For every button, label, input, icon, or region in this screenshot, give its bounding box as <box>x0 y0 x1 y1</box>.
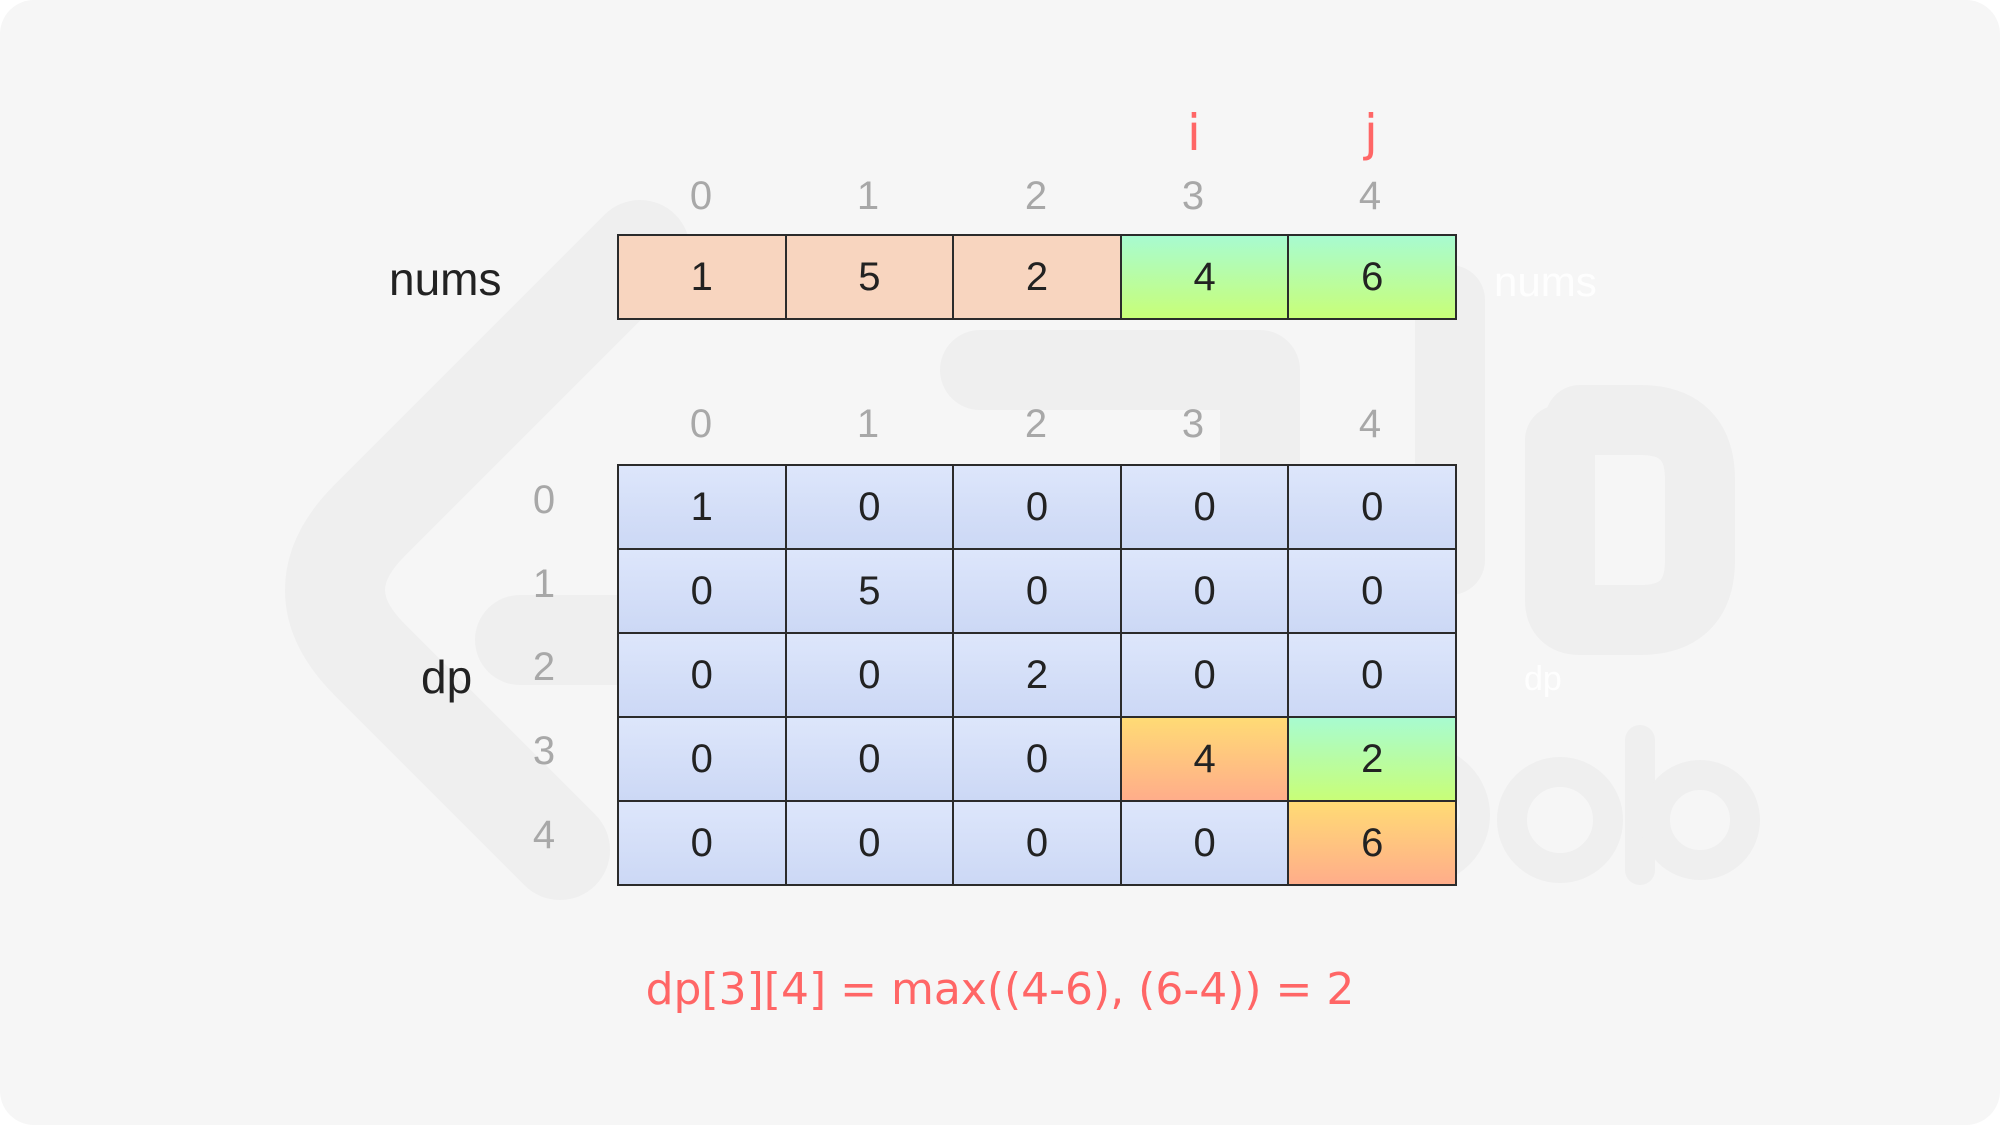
nums-cell-4: 6 <box>1289 236 1455 318</box>
dp-col-index-4: 4 <box>1358 402 1382 446</box>
dp-col-index-1: 1 <box>856 402 880 446</box>
nums-cell-3: 4 <box>1121 236 1288 318</box>
dp-label: dp <box>421 651 473 703</box>
dp-row-index-4: 4 <box>532 813 556 857</box>
dp-cell-2-4: 0 <box>1289 634 1455 716</box>
dp-cell-4-2: 0 <box>954 802 1120 884</box>
dp-cell-0-0: 1 <box>619 466 785 548</box>
dp-cell-4-1: 0 <box>786 802 953 884</box>
dp-cell-1-2: 0 <box>954 550 1120 632</box>
nums-index-0: 0 <box>689 174 713 218</box>
dp-row-index-2: 2 <box>532 645 556 689</box>
dp-cell-1-4: 0 <box>1289 550 1455 632</box>
dp-cell-4-4-highlight: 6 <box>1289 802 1455 884</box>
dp-cell-1-1: 5 <box>786 550 953 632</box>
pointer-j: j <box>1364 104 1378 162</box>
dp-row-index-3: 3 <box>532 729 556 773</box>
dp-cell-0-2: 0 <box>954 466 1120 548</box>
nums-cell-2: 2 <box>954 236 1120 318</box>
ghost-label-dp: dp <box>1524 660 1562 698</box>
nums-cell-0: 1 <box>619 236 785 318</box>
dp-cell-1-0: 0 <box>619 550 785 632</box>
dp-cell-0-4: 0 <box>1289 466 1455 548</box>
dp-cell-4-3: 0 <box>1121 802 1288 884</box>
dp-cell-3-1: 0 <box>786 718 953 800</box>
dp-cell-4-0: 0 <box>619 802 785 884</box>
nums-array: 1 5 2 4 6 <box>617 234 1457 320</box>
nums-index-4: 4 <box>1358 174 1382 218</box>
dp-col-index-0: 0 <box>689 402 713 446</box>
formula-caption: dp[3][4] = max((4-6), (6-4)) = 2 <box>645 964 1355 1015</box>
dp-cell-1-3: 0 <box>1121 550 1288 632</box>
nums-label: nums <box>389 253 502 305</box>
dp-table: 1 0 0 0 0 0 5 0 0 0 0 0 2 0 0 0 0 0 4 2 … <box>617 464 1457 886</box>
dp-row-index-0: 0 <box>532 478 556 522</box>
ghost-label-nums: nums <box>1494 258 1597 305</box>
pointer-i: i <box>1187 104 1201 162</box>
dp-cell-0-3: 0 <box>1121 466 1288 548</box>
dp-cell-2-0: 0 <box>619 634 785 716</box>
dp-row-index-1: 1 <box>532 562 556 606</box>
dp-col-index-3: 3 <box>1181 402 1205 446</box>
dp-cell-3-3-highlight: 4 <box>1121 718 1288 800</box>
dp-cell-0-1: 0 <box>786 466 953 548</box>
dp-cell-2-2: 2 <box>954 634 1120 716</box>
dp-cell-2-3: 0 <box>1121 634 1288 716</box>
dp-cell-3-4-current: 2 <box>1289 718 1455 800</box>
nums-cell-1: 5 <box>786 236 953 318</box>
dp-cell-3-2: 0 <box>954 718 1120 800</box>
dp-cell-3-0: 0 <box>619 718 785 800</box>
nums-index-2: 2 <box>1024 174 1048 218</box>
nums-index-3: 3 <box>1181 174 1205 218</box>
dp-col-index-2: 2 <box>1024 402 1048 446</box>
dp-cell-2-1: 0 <box>786 634 953 716</box>
nums-index-1: 1 <box>856 174 880 218</box>
